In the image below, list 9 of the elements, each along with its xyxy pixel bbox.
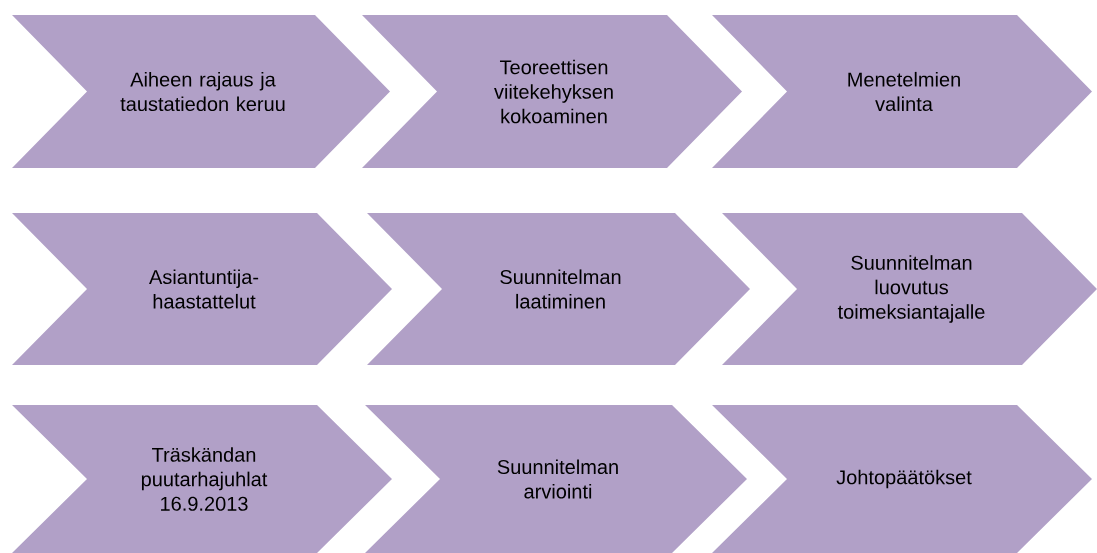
- process-step: Träskändan puutarhajuhlat 16.9.2013: [12, 405, 392, 553]
- process-step: Suunnitelman luovutus toimeksiantajalle: [722, 213, 1097, 365]
- process-step: Aiheen rajaus ja taustatiedon keruu: [12, 15, 390, 168]
- process-step: Johtopäätökset: [712, 405, 1092, 553]
- process-step: Asiantuntija-haastattelut: [12, 213, 392, 365]
- process-step: Menetelmien valinta: [712, 15, 1092, 168]
- process-step: Teoreettisen viitekehyksen kokoaminen: [362, 15, 742, 168]
- process-step: Suunnitelman laatiminen: [367, 213, 750, 365]
- process-step: Suunnitelman arviointi: [365, 405, 747, 553]
